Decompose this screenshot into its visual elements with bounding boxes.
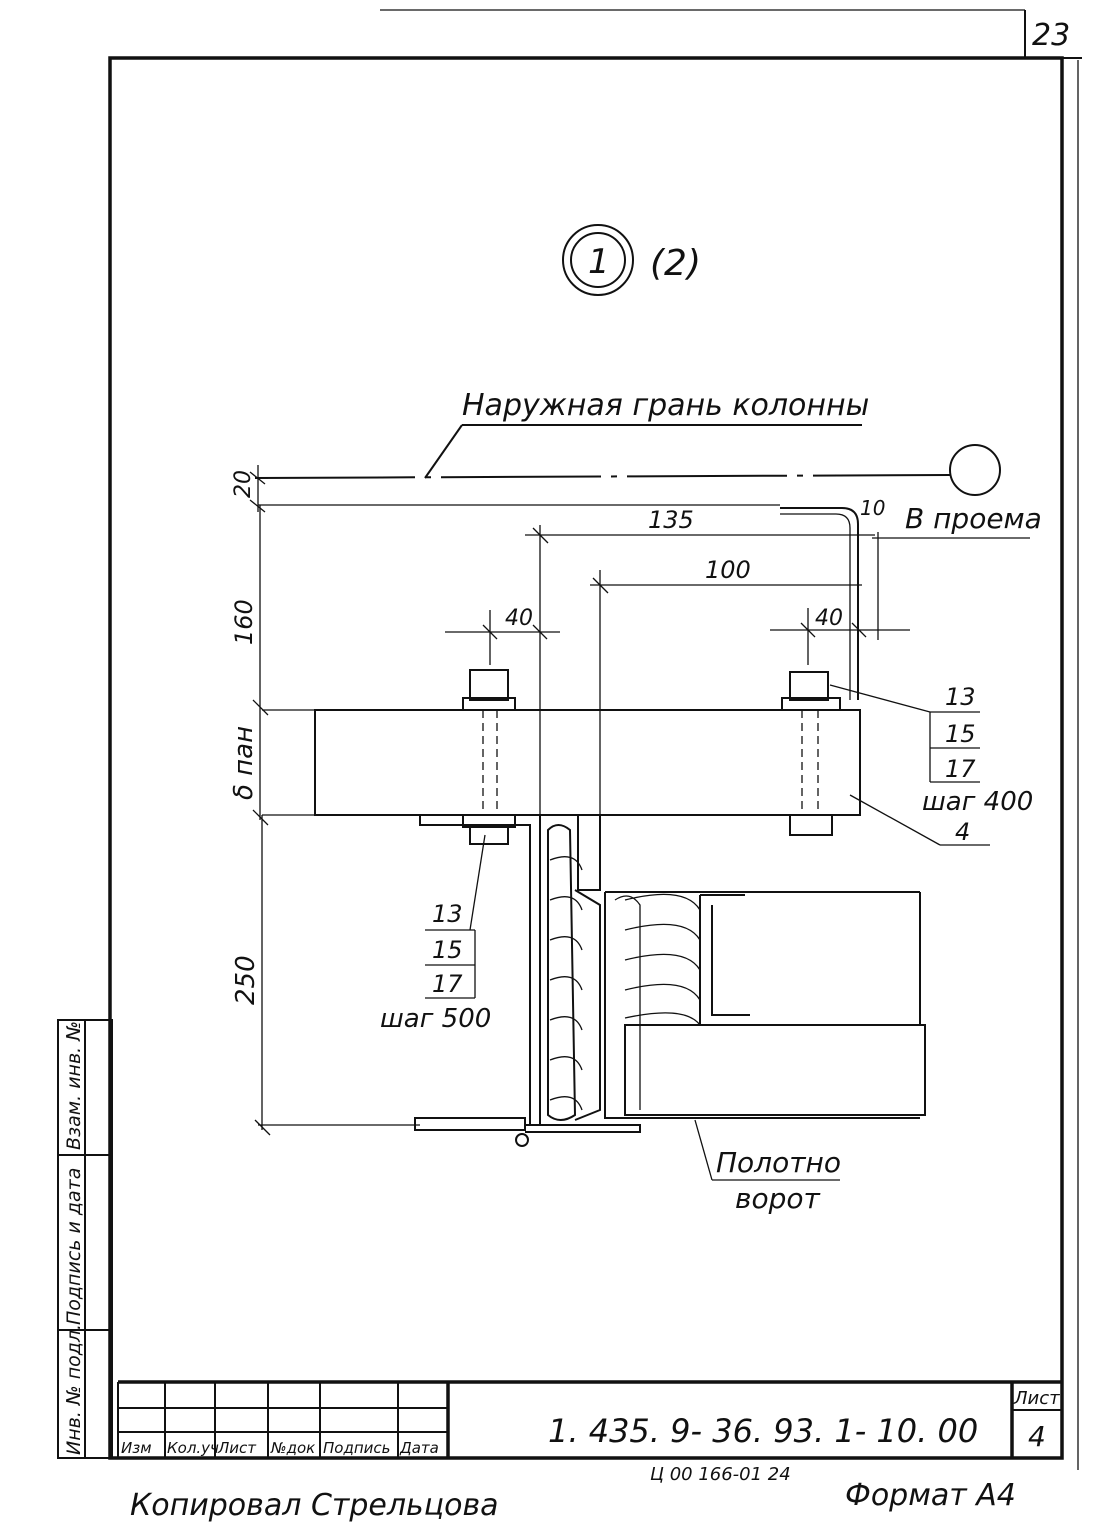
side-stamp-inv: Инв. № подл. [63,1324,85,1455]
panel-thickness-label: δ пан [229,726,259,800]
column-profile [414,814,641,1147]
dim-20: 20 [231,465,268,513]
dim-250-text: 250 [231,955,261,1005]
dim-160-text: 160 [230,599,258,645]
dim-135-text: 135 [648,506,694,534]
designation: 1. 435. 9- 36. 93. 1- 10. 00 [548,1412,978,1450]
callout-right-item-3: 17 [945,755,976,783]
detail-ref: (2) [650,243,701,284]
sheet-label: Лист [1013,1388,1060,1409]
callout-left-item-2: 15 [432,936,463,964]
gate-leaf-line-1: Полотно [716,1146,841,1179]
copied-by: Копировал Стрельцова [130,1488,499,1523]
col-izm: Изм [121,1439,152,1457]
format-label: Формат А4 [845,1478,1016,1513]
col-doc: №док [270,1439,315,1457]
flashing-profile [780,507,859,700]
callout-right-pitch: шаг 400 [922,787,1033,817]
title-block: Изм Кол.уч Лист №док Подпись Дата 1. 435… [117,1380,1062,1458]
wall-panel [262,709,861,816]
col-kol: Кол.уч [167,1439,219,1457]
callout-left-item-1: 13 [432,900,463,928]
callout-left: 13 15 17 шаг 500 [380,834,491,1034]
dim-20-text: 20 [231,470,256,498]
axis-bubble [949,444,1001,496]
dim-40-left-text: 40 [505,606,533,631]
callout-left-item-3: 17 [432,970,463,998]
dim-135: 135 [525,506,875,900]
side-stamp: Инв. № подл. Подпись и дата Взам. инв. № [57,1019,113,1459]
col-list: Лист [217,1439,257,1457]
callout-left-pitch: шаг 500 [380,1004,491,1034]
page-number-corner: 23 [380,9,1082,59]
bolt-right [781,671,841,836]
callout-right-part: 4 [955,818,970,846]
gate-leaf-line-2: ворот [735,1182,821,1215]
sheet-number: 4 [1028,1420,1046,1453]
side-stamp-replace: Взам. инв. № [63,1021,85,1150]
outer-face-callout: Наружная грань колонны [254,388,1001,496]
dim-100-text: 100 [705,556,751,584]
bolt-left [462,669,516,845]
outer-face-label: Наружная грань колонны [462,388,869,423]
dim-250: 250 [231,815,420,1136]
dim-10-text: 10 [860,496,885,520]
detail-number: 1 [588,242,610,282]
dim-40-left: 40 [445,606,560,665]
dim-40-right: 40 [770,606,910,665]
callout-right-item-2: 15 [945,720,976,748]
callout-right: 13 15 17 шаг 400 4 [829,683,1033,846]
gate-leaf: Полотно ворот [604,891,926,1215]
order-code: Ц 00 166-01 24 [650,1464,791,1485]
page-number: 23 [1032,18,1070,53]
dim-100: 100 [590,556,862,890]
col-date: Дата [399,1439,439,1457]
sheet-frame [108,56,1064,1460]
col-sign: Подпись [323,1439,390,1457]
detail-marker: 1 (2) [562,224,701,296]
dim-160: 160 δ пан [229,505,269,826]
side-stamp-signature: Подпись и дата [63,1168,85,1325]
callout-right-item-1: 13 [945,683,976,711]
into-opening-label: В проема [905,502,1042,535]
dim-40-right-text: 40 [815,606,843,631]
